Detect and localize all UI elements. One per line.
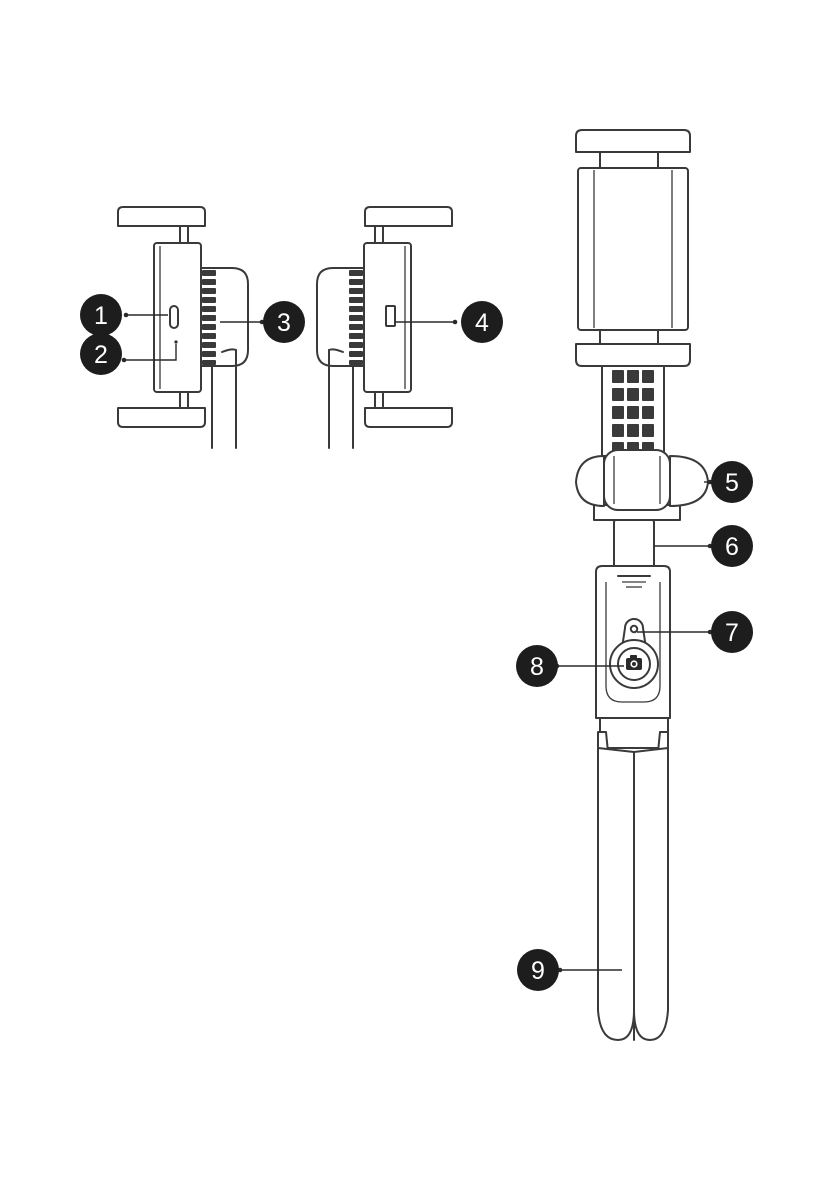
clamp-side-view-left <box>118 207 248 448</box>
callout-3: 3 <box>263 301 305 343</box>
callout-4-label: 4 <box>475 309 489 337</box>
side-port <box>386 306 395 326</box>
indicator-light <box>174 340 177 343</box>
callout-9: 9 <box>517 949 559 991</box>
telescopic-rod <box>614 520 654 568</box>
tripod-leg-right <box>634 748 668 1040</box>
callout-4: 4 <box>461 301 503 343</box>
callout-6: 6 <box>711 525 753 567</box>
lanyard-hole <box>631 626 637 632</box>
tripod-leg-left <box>598 748 634 1040</box>
callout-1-label: 1 <box>94 302 108 330</box>
callout-2-label: 2 <box>94 341 108 369</box>
callout-8-label: 8 <box>530 653 544 681</box>
knob-left <box>576 456 604 506</box>
callout-2: 2 <box>80 333 122 375</box>
selfie-stick-front-view <box>576 130 708 1040</box>
callout-1: 1 <box>80 294 122 336</box>
callout-8: 8 <box>516 645 558 687</box>
callout-5-label: 5 <box>725 469 739 497</box>
top-jaw-left <box>118 207 205 226</box>
callout-7: 7 <box>711 611 753 653</box>
clamp-side-view-right <box>317 207 452 448</box>
charging-port <box>170 306 178 328</box>
callout-9-label: 9 <box>531 957 545 985</box>
knob-right <box>670 456 708 506</box>
bottom-jaw-left <box>118 408 205 427</box>
callout-5: 5 <box>711 461 753 503</box>
callout-6-label: 6 <box>725 533 739 561</box>
callout-7-label: 7 <box>725 619 739 647</box>
callout-3-label: 3 <box>277 309 291 337</box>
